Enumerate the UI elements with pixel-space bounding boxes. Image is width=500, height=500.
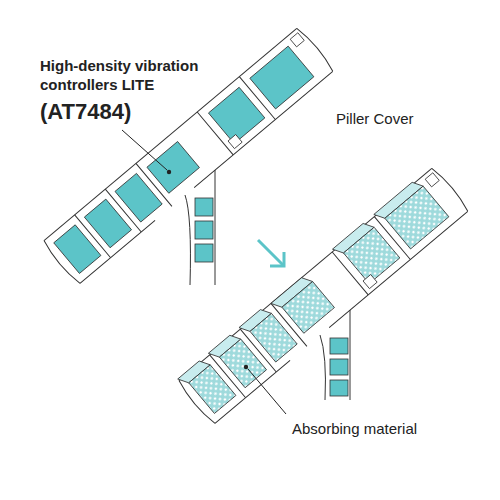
branch-controllers-bottom — [330, 338, 348, 396]
part-name: Piller Cover — [336, 110, 414, 129]
pillar-branch-top — [185, 170, 215, 285]
branch-controllers-top — [195, 198, 213, 262]
part-name: High-density vibration controllers LITE — [40, 57, 220, 95]
pillar-band-bottom — [175, 165, 470, 425]
mount-dot — [244, 365, 248, 369]
pillar-branch-bottom — [320, 310, 350, 400]
part-name: Absorbing material — [292, 420, 417, 439]
transition-arrow — [258, 240, 284, 266]
leader-line — [122, 130, 167, 170]
leader-line — [248, 369, 286, 414]
part-number: (AT7484) — [40, 98, 131, 126]
mount-dot — [167, 170, 171, 174]
